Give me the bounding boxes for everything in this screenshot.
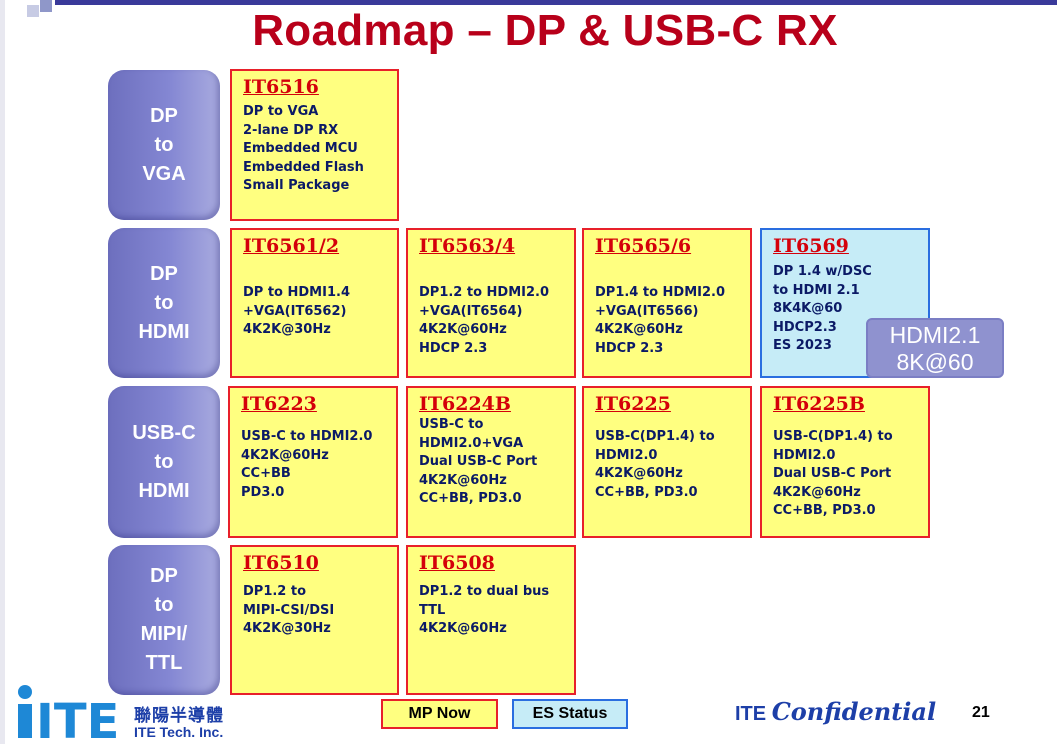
product-card: IT6225B USB-C(DP1.4) to HDMI2.0 Dual USB… <box>760 386 930 538</box>
part-number: IT6569 <box>773 235 849 257</box>
part-number: IT6565/6 <box>595 235 692 257</box>
page-number: 21 <box>972 704 990 721</box>
part-number: IT6510 <box>243 552 319 574</box>
part-description: DP1.2 to dual bus TTL 4K2K@60Hz <box>419 584 550 636</box>
confidential-label: ITE Confidential <box>735 697 936 726</box>
category-usbc-to-hdmi: USB-C to HDMI <box>108 386 220 538</box>
product-card: IT6223 USB-C to HDMI2.0 4K2K@60Hz CC+BB … <box>228 386 398 538</box>
logo-wordmark: ITE <box>36 694 119 740</box>
part-number: IT6224B <box>419 393 511 415</box>
part-number: IT6516 <box>243 76 319 98</box>
product-card: IT6225 USB-C(DP1.4) to HDMI2.0 4K2K@60Hz… <box>582 386 752 538</box>
part-description: USB-C to HDMI2.0 4K2K@60Hz CC+BB PD3.0 <box>241 429 373 500</box>
part-description: USB-C(DP1.4) to HDMI2.0 Dual USB-C Port … <box>773 429 893 518</box>
company-name-en: ITE Tech. Inc. <box>134 724 224 740</box>
part-description: USB-C to HDMI2.0+VGA Dual USB-C Port 4K2… <box>419 417 538 506</box>
part-number: IT6563/4 <box>419 235 516 257</box>
part-number: IT6223 <box>241 393 317 415</box>
legend-mp-now: MP Now <box>381 699 498 729</box>
company-name-cn: 聯陽半導體 <box>134 706 224 726</box>
confidential-word: Confidential <box>771 697 937 726</box>
part-description: DP 1.4 w/DSC to HDMI 2.1 8K4K@60 HDCP2.3… <box>773 264 872 353</box>
product-card: IT6516 DP to VGA 2-lane DP RX Embedded M… <box>230 69 399 221</box>
product-card: IT6565/6 DP1.4 to HDMI2.0 +VGA(IT6566) 4… <box>582 228 752 378</box>
left-margin-rule <box>0 0 5 744</box>
product-card: IT6224B USB-C to HDMI2.0+VGA Dual USB-C … <box>406 386 576 538</box>
product-card: IT6563/4 DP1.2 to HDMI2.0 +VGA(IT6564) 4… <box>406 228 576 378</box>
part-description: DP to VGA 2-lane DP RX Embedded MCU Embe… <box>243 104 364 193</box>
legend-es-status: ES Status <box>512 699 628 729</box>
part-number: IT6225 <box>595 393 671 415</box>
category-dp-to-hdmi: DP to HDMI <box>108 228 220 378</box>
part-number: IT6561/2 <box>243 235 340 257</box>
category-dp-to-vga: DP to VGA <box>108 70 220 220</box>
product-card: IT6510 DP1.2 to MIPI-CSI/DSI 4K2K@30Hz <box>230 545 399 695</box>
part-number: IT6508 <box>419 552 495 574</box>
part-description: DP1.2 to HDMI2.0 +VGA(IT6564) 4K2K@60Hz … <box>419 285 550 356</box>
product-card: IT6561/2 DP to HDMI1.4 +VGA(IT6562) 4K2K… <box>230 228 399 378</box>
decor-square <box>27 5 39 17</box>
part-number: IT6225B <box>773 393 865 415</box>
hdmi21-callout: HDMI2.1 8K@60 <box>866 318 1004 378</box>
part-description: DP1.4 to HDMI2.0 +VGA(IT6566) 4K2K@60Hz … <box>595 285 726 356</box>
decor-square <box>40 0 52 12</box>
part-description: DP1.2 to MIPI-CSI/DSI 4K2K@30Hz <box>243 584 335 636</box>
part-description: USB-C(DP1.4) to HDMI2.0 4K2K@60Hz CC+BB,… <box>595 429 715 500</box>
category-dp-to-mipi-ttl: DP to MIPI/ TTL <box>108 545 220 695</box>
part-description: DP to HDMI1.4 +VGA(IT6562) 4K2K@30Hz <box>243 285 350 337</box>
top-decor-line <box>55 0 1057 5</box>
slide-title: Roadmap – DP & USB-C RX <box>252 6 838 55</box>
confidential-prefix: ITE <box>735 703 767 725</box>
product-card: IT6508 DP1.2 to dual bus TTL 4K2K@60Hz <box>406 545 576 695</box>
ite-logo-icon: ITE <box>18 685 119 740</box>
